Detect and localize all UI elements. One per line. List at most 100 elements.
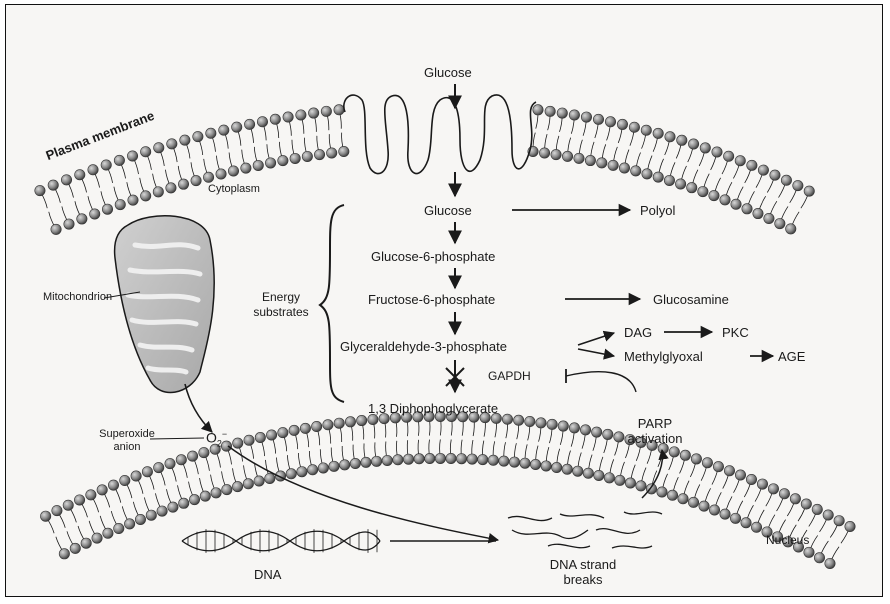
glucose-label: Glucose: [424, 204, 472, 217]
lipid-head: [228, 166, 238, 176]
lipid-head: [52, 505, 62, 515]
lipid-head: [605, 117, 615, 127]
lipid-head: [488, 455, 498, 465]
lipid-head: [585, 155, 595, 165]
lipid-head: [178, 179, 188, 189]
lipid-head: [786, 224, 796, 234]
lipid-head: [723, 151, 733, 161]
lipid-head: [781, 175, 791, 185]
lipid-head: [176, 455, 186, 465]
lipid-head: [77, 214, 87, 224]
lipid-head: [814, 553, 824, 563]
lipid-head: [845, 521, 855, 531]
lipid-head: [456, 454, 466, 464]
lipid-head: [146, 510, 156, 520]
lipid-head: [75, 170, 85, 180]
lipid-head: [834, 515, 844, 525]
lipid-head: [270, 114, 280, 124]
mitochondrion-label: Mitochondrion: [43, 292, 112, 303]
lipid-head: [764, 213, 774, 223]
lipid-head: [435, 453, 445, 463]
lipid-head: [446, 453, 456, 463]
lipid-head: [414, 454, 424, 464]
lipid-head: [266, 430, 276, 440]
lipid-head: [735, 156, 745, 166]
lipid-head: [189, 494, 199, 504]
lipid-head: [128, 195, 138, 205]
lipid-head: [691, 454, 701, 464]
lipid-head: [768, 484, 778, 494]
lipid-head: [265, 473, 275, 483]
lipid-head: [664, 175, 674, 185]
lipid-head: [594, 470, 604, 480]
lipid-head: [730, 513, 740, 523]
lipid-head: [712, 147, 722, 157]
lipid-head: [509, 457, 519, 467]
lipid-head: [314, 149, 324, 159]
lipid-head: [513, 415, 523, 425]
lipid-head: [153, 187, 163, 197]
lipid-head: [702, 458, 712, 468]
lipid-head: [345, 417, 355, 427]
lipid-head: [311, 421, 321, 431]
lipid-head: [216, 169, 226, 179]
lipid-head: [200, 491, 210, 501]
lipid-head: [688, 139, 698, 149]
lipid-head: [825, 558, 835, 568]
breaks-text: breaks: [536, 572, 630, 587]
lipid-head: [257, 117, 267, 127]
lipid-head: [741, 518, 751, 528]
lipid-head: [604, 473, 614, 483]
methylglyoxal-label: Methylglyoxal: [624, 350, 703, 363]
glucose-transporter: [344, 95, 536, 174]
lipid-head: [558, 421, 568, 431]
lipid-head: [724, 466, 734, 476]
lipid-head: [641, 125, 651, 135]
lipid-head: [751, 522, 761, 532]
lipid-head: [253, 160, 263, 170]
lipid-head: [700, 143, 710, 153]
nucleus-label: Nucleus: [766, 534, 809, 546]
lipid-head: [361, 457, 371, 467]
lipid-head: [581, 112, 591, 122]
lipid-head: [608, 160, 618, 170]
dna-helix: [182, 529, 380, 553]
lipid-head: [115, 199, 125, 209]
lipid-head: [191, 175, 201, 185]
lipid-head: [278, 427, 288, 437]
dna-label: DNA: [254, 568, 281, 581]
lipid-head: [665, 132, 675, 142]
lipid-head: [199, 447, 209, 457]
lipid-head: [753, 208, 763, 218]
lipid-head: [709, 190, 719, 200]
lipid-head: [243, 479, 253, 489]
lipid-head: [562, 464, 572, 474]
dna-strand-breaks-label: DNA strand breaks: [536, 557, 630, 587]
lipid-head: [48, 180, 58, 190]
lipid-head: [241, 163, 251, 173]
lipid-head: [371, 456, 381, 466]
lipid-head: [631, 166, 641, 176]
anion-text: anion: [98, 441, 156, 454]
lipid-head: [101, 160, 111, 170]
age-label: AGE: [778, 350, 805, 363]
lipid-head: [254, 476, 264, 486]
substrates-text: substrates: [246, 305, 316, 320]
lipid-head: [64, 219, 74, 229]
lipid-head: [356, 415, 366, 425]
lipid-head: [244, 435, 254, 445]
lipid-head: [804, 547, 814, 557]
lipid-head: [211, 488, 221, 498]
lipid-head: [127, 151, 137, 161]
mitochondrion: [115, 216, 215, 393]
lipid-head: [286, 469, 296, 479]
lipid-head: [530, 459, 540, 469]
lipid-head: [74, 495, 84, 505]
lipid-head: [124, 519, 134, 529]
lipid-head: [382, 455, 392, 465]
lipid-head: [747, 160, 757, 170]
lipid-head: [551, 462, 561, 472]
o2-superscript: −: [222, 429, 227, 439]
lipid-head: [779, 489, 789, 499]
lipid-head: [350, 458, 360, 468]
